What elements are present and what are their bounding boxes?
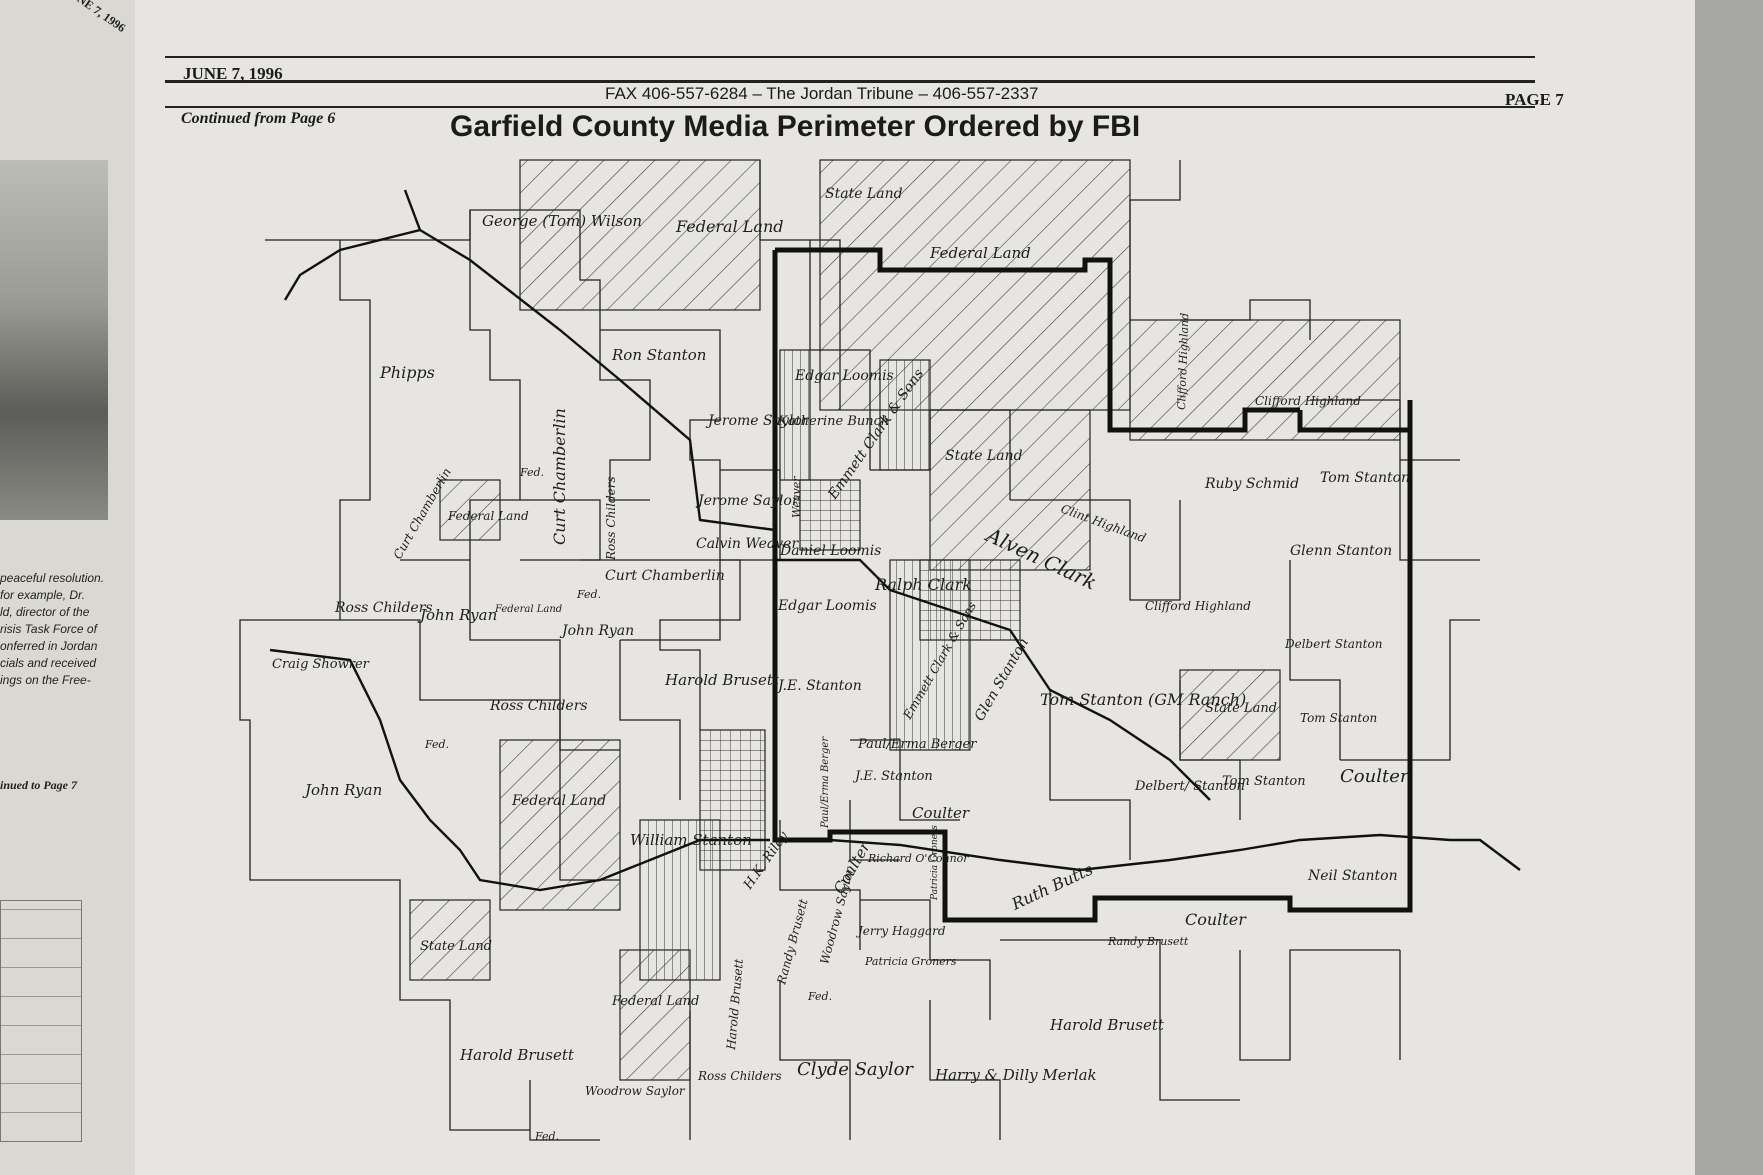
- label-tom-stanton-ne: Tom Stanton: [1320, 470, 1410, 486]
- label-ruby-schmid: Ruby Schmid: [1204, 476, 1299, 492]
- label-state-land-sw: State Land: [420, 939, 492, 954]
- label-edgar-loomis-2: Edgar Loomis: [777, 598, 877, 614]
- media-perimeter: [772, 247, 1413, 923]
- left-page: JUNE 7, 1996 peaceful resolution. for ex…: [0, 0, 135, 1175]
- left-page-chart: [0, 900, 82, 1142]
- label-fed-small-1: Fed.: [519, 466, 544, 479]
- label-jerome-saylor-1: Jerome Saylor: [705, 413, 810, 429]
- label-fed-small-2: Fed.: [576, 588, 601, 601]
- label-clifford-highland-top: Clifford Highland: [1175, 313, 1191, 411]
- left-page-continued: inued to Page 7: [0, 778, 77, 792]
- label-federal-land-perimeter: Federal Land: [929, 244, 1031, 262]
- label-william-stanton: William Stanton: [630, 831, 752, 849]
- label-richard-oconnor: Richard O'Connor: [867, 852, 969, 865]
- label-curt-chamberlin-3: Curt Chamberlin: [605, 568, 725, 584]
- label-fed-small-5: Fed.: [534, 1130, 559, 1143]
- label-ruth-butts: Ruth Butts: [1008, 860, 1096, 915]
- header-date: JUNE 7, 1996: [183, 64, 283, 83]
- label-patricia-groners: Patricia Groners: [930, 825, 940, 901]
- label-ross-childers-2: Ross Childers: [334, 600, 433, 616]
- label-calvin-weaver: Calvin Weaver: [696, 536, 799, 552]
- label-craig-showrer: Craig Showrer: [272, 657, 370, 672]
- label-delbert-stanton-1: Delbert Stanton: [1284, 637, 1382, 651]
- label-randy-brusett-1: Randy Brusett: [1107, 935, 1189, 948]
- header-page-number: PAGE 7: [1505, 90, 1564, 109]
- label-federal-land-s: Federal Land: [511, 793, 606, 809]
- left-page-photo: [0, 160, 108, 520]
- left-page-date: JUNE 7, 1996: [62, 0, 129, 35]
- label-paul-erma-berger: Paul/Erma Berger: [857, 737, 977, 752]
- ownership-map: State Land Federal Land Federal Land Geo…: [239, 159, 1521, 1143]
- label-edgar-loomis-top: Edgar Loomis: [794, 368, 894, 384]
- label-harold-brusett-1: Harold Brusett: [664, 671, 780, 689]
- left-page-text: peaceful resolution. for example, Dr. ld…: [0, 571, 105, 687]
- label-clifford-highland-mid: Clifford Highland: [1145, 599, 1251, 613]
- label-glenn-stanton: Glenn Stanton: [1290, 543, 1392, 559]
- parcel-boundaries: [239, 160, 1480, 1141]
- label-tom-stanton-se: Tom Stanton: [1222, 774, 1306, 789]
- label-daniel-loomis: Daniel Loomis: [779, 543, 881, 559]
- label-je-stanton: J.E. Stanton: [775, 678, 862, 694]
- header-rule: [165, 80, 1535, 83]
- label-coulter-bottom: Coulter: [1185, 910, 1247, 929]
- header-rule-bottom: [165, 106, 1535, 108]
- label-phipps: Phipps: [379, 363, 435, 382]
- label-ralph-clark: Ralph Clark: [874, 575, 972, 594]
- label-woodrow-saylor-2: Woodrow Saylor: [585, 1084, 686, 1098]
- continued-note: Continued from Page 6: [181, 110, 336, 127]
- lined-parcels: [639, 349, 1021, 981]
- label-state-land-top: State Land: [825, 186, 903, 202]
- label-john-ryan-3: John Ryan: [302, 781, 382, 799]
- label-ron-stanton: Ron Stanton: [611, 346, 706, 364]
- label-jerome-saylor-2: Jerome Saylor: [695, 493, 800, 509]
- label-weaver: Weaver: [790, 476, 803, 518]
- label-paul-erma-v: Paul/Erma Berger: [820, 736, 831, 829]
- label-ross-childers-3: Ross Childers: [489, 698, 588, 714]
- label-jerry-haggard: Jerry Haggard: [855, 924, 946, 938]
- label-state-land-center: State Land: [945, 448, 1023, 464]
- header-fax-line: FAX 406-557-6284 – The Jordan Tribune – …: [605, 84, 1039, 103]
- label-clyde-saylor: Clyde Saylor: [797, 1059, 914, 1080]
- label-neil-stanton: Neil Stanton: [1307, 868, 1398, 884]
- label-federal-land-top: Federal Land: [675, 217, 784, 236]
- label-harry-dilly-merlak: Harry & Dilly Merlak: [934, 1066, 1097, 1084]
- label-delbert-stanton-2: Delbert/ Stanton: [1134, 779, 1245, 794]
- roads: [269, 189, 1521, 892]
- label-curt-chamberlin-2: Curt Chamberlin: [550, 408, 569, 545]
- label-state-land-e: State Land: [1205, 701, 1277, 716]
- label-george-wilson: George (Tom) Wilson: [482, 212, 642, 230]
- label-randy-brusett-2: Randy Brusett: [774, 897, 811, 986]
- label-fed-small-4: Fed.: [807, 990, 832, 1003]
- label-clifford-highland-right: Clifford Highland: [1255, 394, 1361, 408]
- label-ross-childers-1: Ross Childers: [604, 476, 618, 561]
- page-title: Garfield County Media Perimeter Ordered …: [450, 110, 1141, 143]
- label-coulter-e: Coulter: [1340, 766, 1410, 787]
- label-fed-small-3: Fed.: [424, 738, 449, 751]
- label-harold-brusett-4: Harold Brusett: [459, 1046, 575, 1064]
- label-tom-stanton-gm: Tom Stanton (GM Ranch): [1040, 690, 1246, 709]
- label-katherine-bunch: Katherine Bunch: [777, 414, 889, 429]
- label-ross-childers-4: Ross Childers: [697, 1069, 782, 1083]
- label-federal-land-sm: Federal Land: [494, 604, 562, 615]
- label-coulter-mid: Coulter: [912, 804, 970, 822]
- label-tom-stanton-e: Tom Stanton: [1300, 711, 1377, 725]
- label-federal-land-w: Federal Land: [447, 509, 529, 523]
- label-federal-land-sw: Federal Land: [611, 994, 699, 1009]
- label-harold-brusett-2: Harold Brusett: [724, 958, 746, 1051]
- label-glen-stanton: Glen Stanton: [972, 635, 1032, 724]
- top-rule: [165, 56, 1535, 58]
- label-john-ryan-1: John Ryan: [417, 606, 497, 624]
- label-patricia-groners-2: Patricia Groners: [864, 955, 957, 968]
- label-harold-brusett-3: Harold Brusett: [1049, 1016, 1165, 1034]
- label-je-stanton-2: J.E. Stanton: [852, 769, 933, 784]
- label-john-ryan-2: John Ryan: [559, 623, 634, 639]
